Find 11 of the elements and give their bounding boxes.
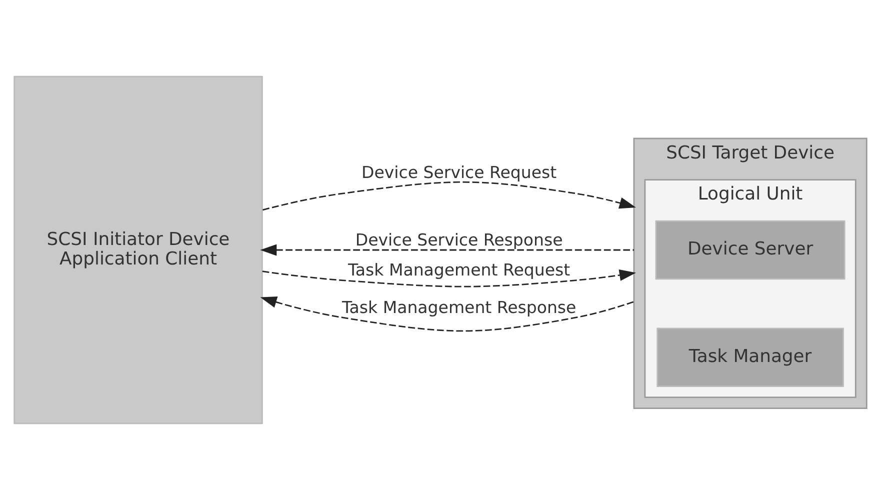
node-box: Task Manager	[656, 328, 844, 387]
edge-label: Device Service Request	[362, 162, 557, 182]
node-box: SCSI Initiator Device Application Client	[14, 76, 263, 424]
arrow	[262, 181, 636, 211]
edge-label: Task Management Response	[342, 298, 576, 317]
edge-label: Device Service Response	[355, 230, 563, 250]
arrow	[260, 244, 634, 256]
node-box: Device Server	[655, 220, 846, 280]
arrow	[262, 269, 636, 288]
arrow	[260, 296, 634, 332]
edge-label: Task Management Request	[348, 260, 570, 280]
